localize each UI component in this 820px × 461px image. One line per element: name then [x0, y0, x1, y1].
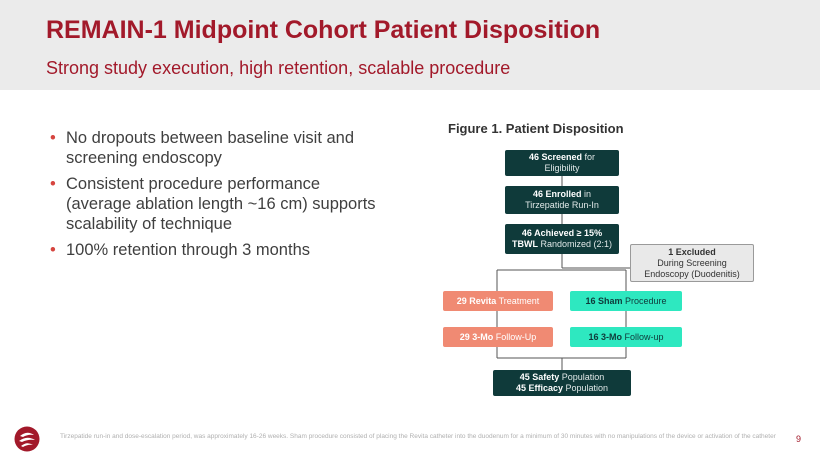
node-screened: 46 Screened for Eligibility [505, 150, 619, 176]
revita-followup-text: Follow-Up [493, 331, 537, 342]
node-sham-procedure: 16 Sham Procedure [570, 291, 682, 311]
footnote: Tirzepatide run-in and dose-escalation p… [60, 433, 776, 440]
page-number: 9 [796, 434, 802, 444]
company-logo-icon [14, 426, 40, 452]
excluded-count: 1 Excluded [668, 246, 716, 257]
bullet-text: 100% retention through 3 months [66, 241, 310, 259]
bullet-dot-icon: • [50, 175, 56, 193]
page-subtitle: Strong study execution, high retention, … [46, 58, 511, 78]
header-band [0, 0, 820, 90]
bullet-text: Consistent procedure performance (averag… [66, 175, 376, 233]
page-title: REMAIN-1 Midpoint Cohort Patient Disposi… [46, 16, 601, 44]
revita-followup-count: 29 3-Mo [459, 331, 494, 342]
node-population: 45 Safety Population 45 Efficacy Populat… [493, 370, 631, 396]
node-revita-treatment: 29 Revita Treatment [443, 291, 553, 311]
bullet-list: • No dropouts between baseline visit and … [50, 128, 380, 266]
enrolled-text-line2: Tirzepatide Run-In [525, 200, 599, 210]
safety-text: Population [559, 372, 605, 382]
sham-followup-text: Follow-up [622, 331, 664, 342]
revita-text: Treatment [496, 295, 540, 306]
screened-text: for [582, 152, 596, 162]
efficacy-count: 45 Efficacy [515, 383, 563, 393]
bullet-dot-icon: • [50, 129, 56, 147]
bullet-dot-icon: • [50, 241, 56, 259]
bullet-item: • No dropouts between baseline visit and … [50, 128, 380, 168]
node-sham-followup: 16 3-Mo Follow-up [570, 327, 682, 347]
figure-title: Figure 1. Patient Disposition [448, 121, 624, 136]
achieved-count: 46 Achieved ≥ 15% [521, 228, 603, 238]
screened-text-line2: Eligibility [544, 163, 580, 173]
node-achieved: 46 Achieved ≥ 15% TBWL Randomized (2:1) [505, 224, 619, 254]
achieved-tbwl: TBWL [511, 239, 538, 249]
achieved-text: Randomized (2:1) [537, 239, 613, 249]
enrolled-text: in [581, 189, 592, 199]
revita-count: 29 Revita [456, 295, 497, 306]
excluded-text-line3: Endoscopy (Duodenitis) [644, 268, 740, 279]
bullet-text: No dropouts between baseline visit and s… [66, 129, 355, 167]
efficacy-text: Population [562, 383, 609, 393]
node-revita-followup: 29 3-Mo Follow-Up [443, 327, 553, 347]
node-excluded: 1 Excluded During Screening Endoscopy (D… [630, 244, 754, 282]
sham-followup-count: 16 3-Mo [588, 331, 622, 342]
excluded-text-line2: During Screening [657, 257, 727, 268]
sham-text: Procedure [622, 295, 667, 306]
bullet-item: • Consistent procedure performance (avera… [50, 174, 380, 234]
bullet-item: • 100% retention through 3 months [50, 240, 380, 260]
enrolled-count: 46 Enrolled [532, 189, 582, 199]
screened-count: 46 Screened [528, 152, 583, 162]
node-enrolled: 46 Enrolled in Tirzepatide Run-In [505, 186, 619, 214]
sham-count: 16 Sham [585, 295, 623, 306]
safety-count: 45 Safety [519, 372, 560, 382]
